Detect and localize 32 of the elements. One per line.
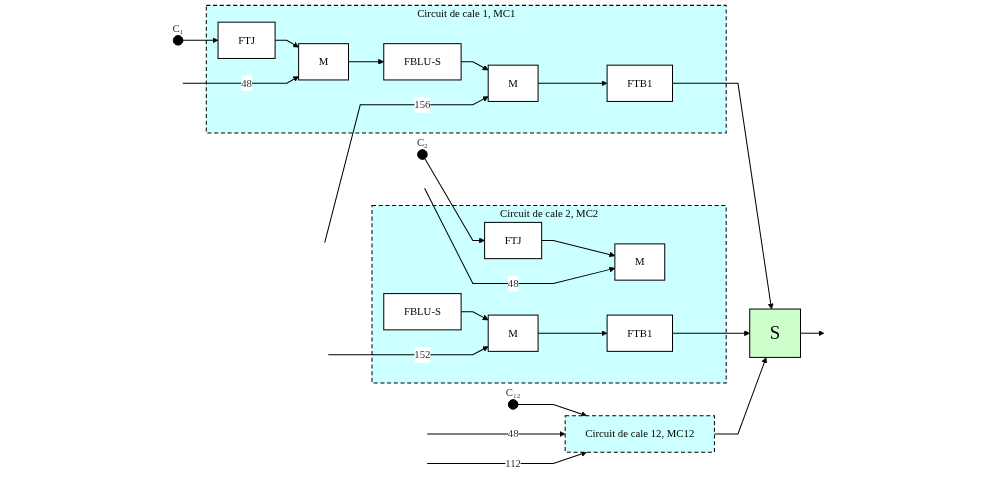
arrow [424, 158, 485, 244]
edge-label: 48 [241, 77, 253, 89]
input-label: C₁ [172, 21, 184, 34]
input-label: C₁₂ [505, 385, 521, 398]
edge-label: 156 [414, 98, 431, 111]
edge-label: 112 [505, 457, 522, 469]
node-box: Circuit de cale 12, MC12 [564, 415, 716, 453]
node-box: S [749, 308, 802, 358]
node-box: M [487, 314, 539, 352]
node-box: FTJ [484, 221, 543, 260]
node-box: M [298, 43, 350, 81]
arrow [714, 357, 768, 435]
edge-label: 48 [507, 277, 519, 289]
input-label: C₂ [417, 135, 428, 148]
arrow [800, 330, 825, 337]
node-box: M [487, 64, 539, 102]
edge-label: 152 [414, 348, 431, 361]
node-box: FTJ [217, 21, 276, 59]
arrow [517, 403, 588, 417]
node-box: FTB1 [606, 64, 674, 102]
node-box: FBLU-S [383, 293, 462, 331]
arrow [672, 82, 774, 310]
node-box: FBLU-S [383, 43, 462, 81]
edge-label: 48 [507, 427, 519, 440]
arrow [182, 37, 219, 44]
arrow [327, 346, 489, 356]
arrow [426, 451, 588, 465]
arrow [182, 76, 299, 84]
node-box: FTB1 [606, 314, 674, 352]
arrow [426, 431, 566, 437]
node-box: M [614, 243, 666, 281]
arrow [324, 96, 489, 244]
